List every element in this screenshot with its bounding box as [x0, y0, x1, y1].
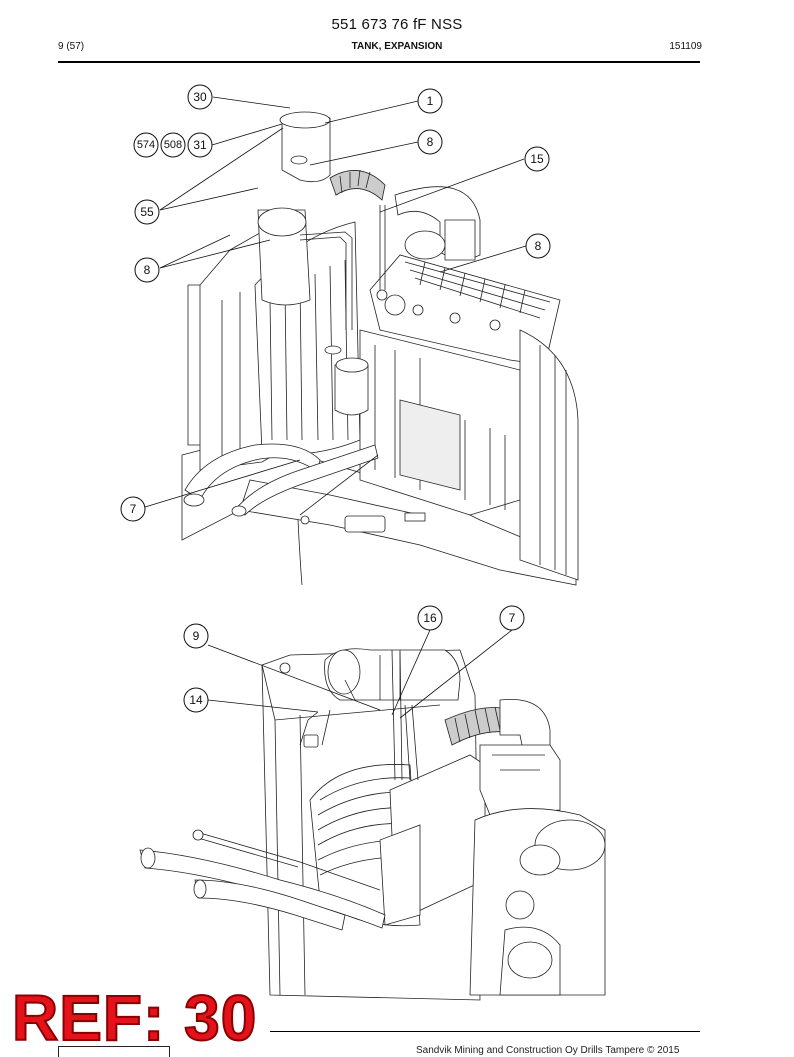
- page-number: 9 (57): [58, 41, 85, 52]
- callout-30: 30: [187, 84, 213, 110]
- footer-rule: [270, 1031, 700, 1032]
- footer-logo: [58, 1046, 170, 1057]
- callout-16: 16: [417, 605, 443, 631]
- callout-8-a: 8: [417, 129, 443, 155]
- svg-text:508: 508: [164, 139, 182, 151]
- footer-copyright: Sandvik Mining and Construction Oy Drill…: [416, 1045, 680, 1056]
- ref-label: REF: 30: [11, 982, 258, 1054]
- svg-text:16: 16: [423, 611, 437, 625]
- page-title: TANK, EXPANSION: [351, 41, 443, 52]
- svg-text:7: 7: [509, 611, 516, 625]
- document-code: 151109: [669, 41, 702, 52]
- svg-text:30: 30: [193, 90, 207, 104]
- figure-2-leaders: [207, 629, 513, 719]
- svg-text:8: 8: [144, 263, 151, 277]
- svg-text:574: 574: [137, 139, 155, 151]
- callout-508: 508: [160, 132, 186, 158]
- callout-1: 1: [417, 88, 443, 114]
- svg-text:8: 8: [427, 135, 434, 149]
- svg-text:8: 8: [535, 239, 542, 253]
- callout-8-c: 8: [134, 257, 160, 283]
- figure-1-leaders: [144, 96, 527, 508]
- svg-text:14: 14: [189, 693, 203, 707]
- callout-8-b: 8: [525, 233, 551, 259]
- svg-text:1: 1: [427, 94, 434, 108]
- callout-14: 14: [183, 687, 209, 713]
- svg-text:15: 15: [530, 152, 544, 166]
- figure-2-drawing: [139, 648, 606, 1001]
- svg-text:9: 9: [193, 629, 200, 643]
- svg-text:31: 31: [193, 138, 207, 152]
- callout-31: 31: [187, 132, 213, 158]
- callout-15: 15: [524, 146, 550, 172]
- callout-9: 9: [183, 623, 209, 649]
- header-rule: [58, 61, 700, 63]
- callout-7-a: 7: [120, 496, 146, 522]
- callout-574: 574: [133, 132, 159, 158]
- figure-1-drawing: [181, 111, 579, 586]
- callout-55: 55: [134, 199, 160, 225]
- document-number: 551 673 76 fF NSS: [331, 16, 463, 33]
- svg-text:7: 7: [130, 502, 137, 516]
- svg-text:55: 55: [140, 205, 154, 219]
- callout-7-b: 7: [499, 605, 525, 631]
